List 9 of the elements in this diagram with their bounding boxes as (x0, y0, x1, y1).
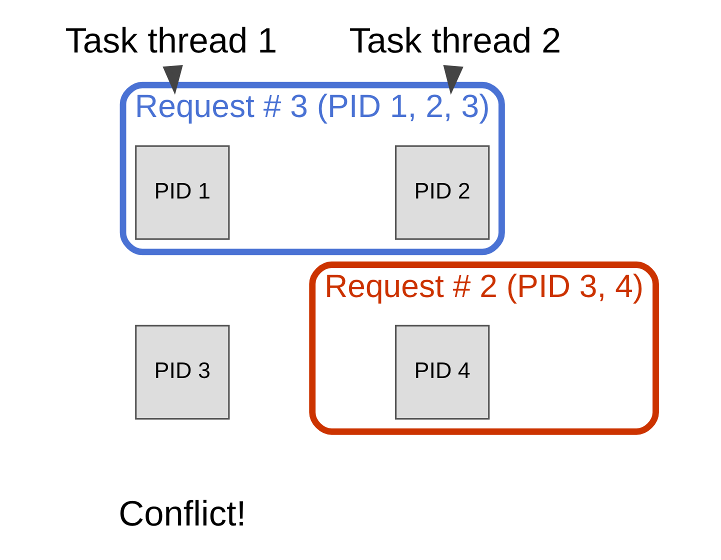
node-box: PID 4 (395, 324, 490, 420)
label: Conflict! (118, 494, 246, 534)
node-box: PID 1 (135, 145, 230, 240)
node-text: Task thread 2 (349, 21, 562, 60)
node-text: Task thread 1 (65, 21, 278, 60)
node-box: PID 2 (395, 145, 490, 240)
arrow (443, 64, 464, 95)
node-box: PID 3 (135, 324, 230, 420)
arrow (162, 65, 183, 95)
